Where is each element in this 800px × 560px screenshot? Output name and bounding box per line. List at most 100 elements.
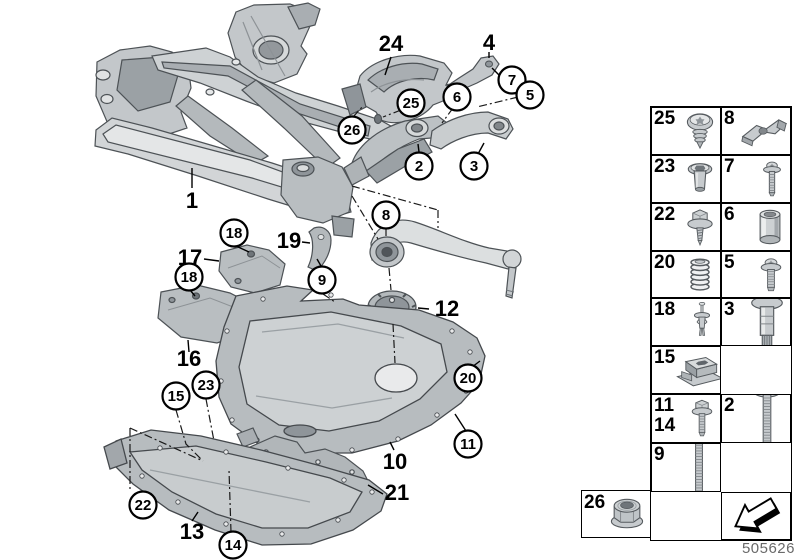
- svg-text:2: 2: [415, 158, 423, 175]
- svg-text:22: 22: [135, 497, 152, 514]
- svg-text:7: 7: [508, 72, 516, 89]
- callout-circle[interactable]: 25: [396, 88, 426, 118]
- legend-cell-23[interactable]: 23: [651, 155, 721, 203]
- legend-cell-25[interactable]: 25: [651, 107, 721, 155]
- legend-number: 25: [654, 108, 676, 129]
- callout-circle[interactable]: 14: [218, 530, 248, 560]
- support-bracket-part: [343, 111, 514, 186]
- svg-text:3: 3: [470, 158, 478, 175]
- rivet-nut-icon: [682, 157, 718, 201]
- legend-number: 20: [654, 252, 676, 273]
- svg-text:20: 20: [460, 370, 477, 387]
- callout-circle[interactable]: 20: [453, 363, 483, 393]
- part-label[interactable]: 24: [379, 31, 404, 56]
- svg-text:6: 6: [453, 89, 461, 106]
- underbody-shield-front-part: [103, 429, 388, 546]
- legend-number: 8: [724, 108, 735, 129]
- legend-cell-7[interactable]: 7: [721, 155, 791, 203]
- legend-cell-18[interactable]: 18: [651, 298, 721, 346]
- deflector-bracket-part: [307, 226, 332, 272]
- circled-callouts: 7 5 6 25 26 2 3 8 18 18 9 23 15 20 11 22…: [128, 65, 545, 560]
- assembly-dash-lines: [129, 96, 519, 533]
- callout-circle[interactable]: 9: [307, 265, 337, 295]
- legend-cell-9[interactable]: 9: [651, 443, 721, 492]
- part-number-labels: 1 24 4 19 17 16 12 10 21 13: [177, 30, 496, 544]
- callout-circle[interactable]: 8: [371, 200, 401, 230]
- exploded-diagram: 1 24 4 19 17 16 12 10 21 13 7 5 6 25 26 …: [94, 2, 545, 560]
- part-label[interactable]: 13: [180, 519, 204, 544]
- legend-cell-11-14[interactable]: 11 14: [651, 394, 721, 443]
- svg-text:18: 18: [226, 225, 243, 242]
- callout-circle[interactable]: 26: [337, 115, 367, 145]
- svg-text:15: 15: [168, 388, 185, 405]
- subframe-part: [94, 2, 399, 238]
- legend-number: 26: [584, 492, 606, 513]
- cover-bracket-right-part: [218, 244, 286, 294]
- svg-text:9: 9: [318, 272, 326, 289]
- svg-text:26: 26: [344, 122, 361, 139]
- flange-nut-icon: [605, 492, 649, 536]
- legend-cell-15[interactable]: 15: [651, 346, 721, 394]
- legend-cell-22[interactable]: 22: [651, 203, 721, 251]
- direction-arrow-icon: [724, 495, 788, 537]
- legend-number: 6: [724, 204, 735, 225]
- small-screw-icon: [756, 157, 788, 201]
- legend-number: 22: [654, 204, 676, 225]
- part-label[interactable]: 10: [383, 449, 407, 474]
- svg-text:11: 11: [460, 436, 476, 453]
- hex-bolt-washer-icon: [746, 299, 788, 345]
- diagram-number: 505626: [741, 540, 795, 557]
- callout-circle[interactable]: 6: [442, 82, 472, 112]
- legend-number: 18: [654, 299, 676, 320]
- leader-lines: [187, 52, 502, 522]
- callout-circle[interactable]: 11: [453, 429, 483, 459]
- legend-number: 2: [724, 395, 735, 416]
- svg-text:18: 18: [181, 269, 198, 286]
- callout-circle[interactable]: 3: [459, 151, 489, 181]
- callout-circle[interactable]: 22: [128, 490, 158, 520]
- expansion-rivet-icon: [686, 300, 718, 344]
- legend-cell-8[interactable]: 8: [721, 107, 791, 155]
- legend-number: 15: [654, 347, 676, 368]
- svg-text:14: 14: [225, 537, 242, 554]
- part-label[interactable]: 21: [385, 480, 409, 505]
- legend-cell-6[interactable]: 6: [721, 203, 791, 251]
- legend-number: 7: [724, 156, 735, 177]
- washer-screw-icon: [754, 253, 788, 296]
- legend-number: 3: [724, 299, 735, 320]
- spacer-sleeve-icon: [752, 205, 788, 249]
- coil-spring-icon: [682, 253, 718, 296]
- part-label[interactable]: 4: [483, 30, 496, 55]
- long-torx-screw-icon: [680, 444, 718, 491]
- legend-number: 5: [724, 252, 735, 273]
- callout-circle[interactable]: 18: [219, 218, 249, 248]
- part-label[interactable]: 1: [186, 188, 198, 213]
- legend-cell-2[interactable]: 2: [721, 394, 791, 443]
- long-hex-bolt-icon: [746, 395, 788, 442]
- part-label[interactable]: 12: [435, 296, 459, 321]
- legend-number: 9: [654, 444, 665, 465]
- callout-circle[interactable]: 5: [515, 80, 545, 110]
- callout-circle[interactable]: 18: [174, 262, 204, 292]
- fasteners-legend: 25 8 23 7 22 6 20: [650, 106, 792, 541]
- legend-cell-arrow[interactable]: [721, 492, 791, 540]
- legend-number: 23: [654, 156, 676, 177]
- svg-text:25: 25: [403, 95, 420, 112]
- svg-text:8: 8: [382, 207, 390, 224]
- svg-text:23: 23: [198, 377, 215, 394]
- legend-number: 11 14: [654, 395, 676, 436]
- part-label[interactable]: 19: [277, 228, 301, 253]
- pan-head-screw-icon: [682, 109, 718, 153]
- part-label[interactable]: 16: [177, 346, 201, 371]
- legend-cell-3[interactable]: 3: [721, 298, 791, 346]
- flange-screw-icon: [682, 205, 718, 249]
- callout-circle[interactable]: 2: [404, 151, 434, 181]
- legend-cell-20[interactable]: 20: [651, 251, 721, 298]
- callout-circle[interactable]: 23: [191, 370, 221, 400]
- legend-cell-5[interactable]: 5: [721, 251, 791, 298]
- hex-screw-washer-icon: [686, 396, 718, 441]
- retaining-clip-icon: [740, 109, 788, 153]
- callout-circle[interactable]: 15: [161, 381, 191, 411]
- legend-cell-26[interactable]: 26: [581, 490, 651, 538]
